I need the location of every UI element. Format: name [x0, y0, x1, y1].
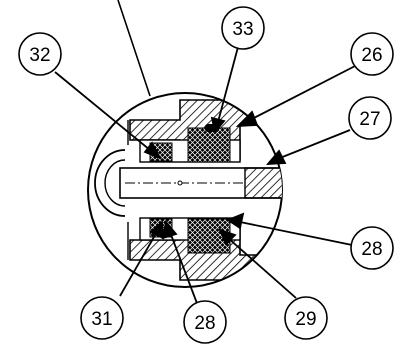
rod-end-dome-inner: [104, 159, 126, 207]
callout-33-label: 33: [232, 19, 253, 40]
callout-29: 29: [284, 296, 328, 340]
callout-31: 31: [80, 296, 124, 340]
callout-32: 32: [18, 32, 62, 76]
callout-27: 27: [348, 96, 392, 140]
callout-28-right: 28: [350, 226, 394, 270]
callout-28-bottom-label: 28: [194, 313, 215, 334]
shaft-end-hatch: [244, 167, 282, 199]
callout-26: 26: [350, 32, 394, 76]
callout-31-label: 31: [91, 309, 112, 330]
callout-29-label: 29: [295, 309, 316, 330]
detail-reference-leader: [117, 0, 151, 97]
callout-33: 33: [221, 6, 265, 50]
callout-26-label: 26: [361, 45, 382, 66]
callout-27-label: 27: [359, 109, 380, 130]
callout-32-label: 32: [29, 45, 50, 66]
callout-leaders: [54, 46, 358, 307]
callout-28-bottom: 28: [183, 300, 227, 344]
callout-28-right-label: 28: [361, 239, 382, 260]
upper-main-seal: [187, 127, 231, 163]
shaft-pin: [177, 180, 183, 186]
rod-end-dome: [94, 149, 126, 217]
